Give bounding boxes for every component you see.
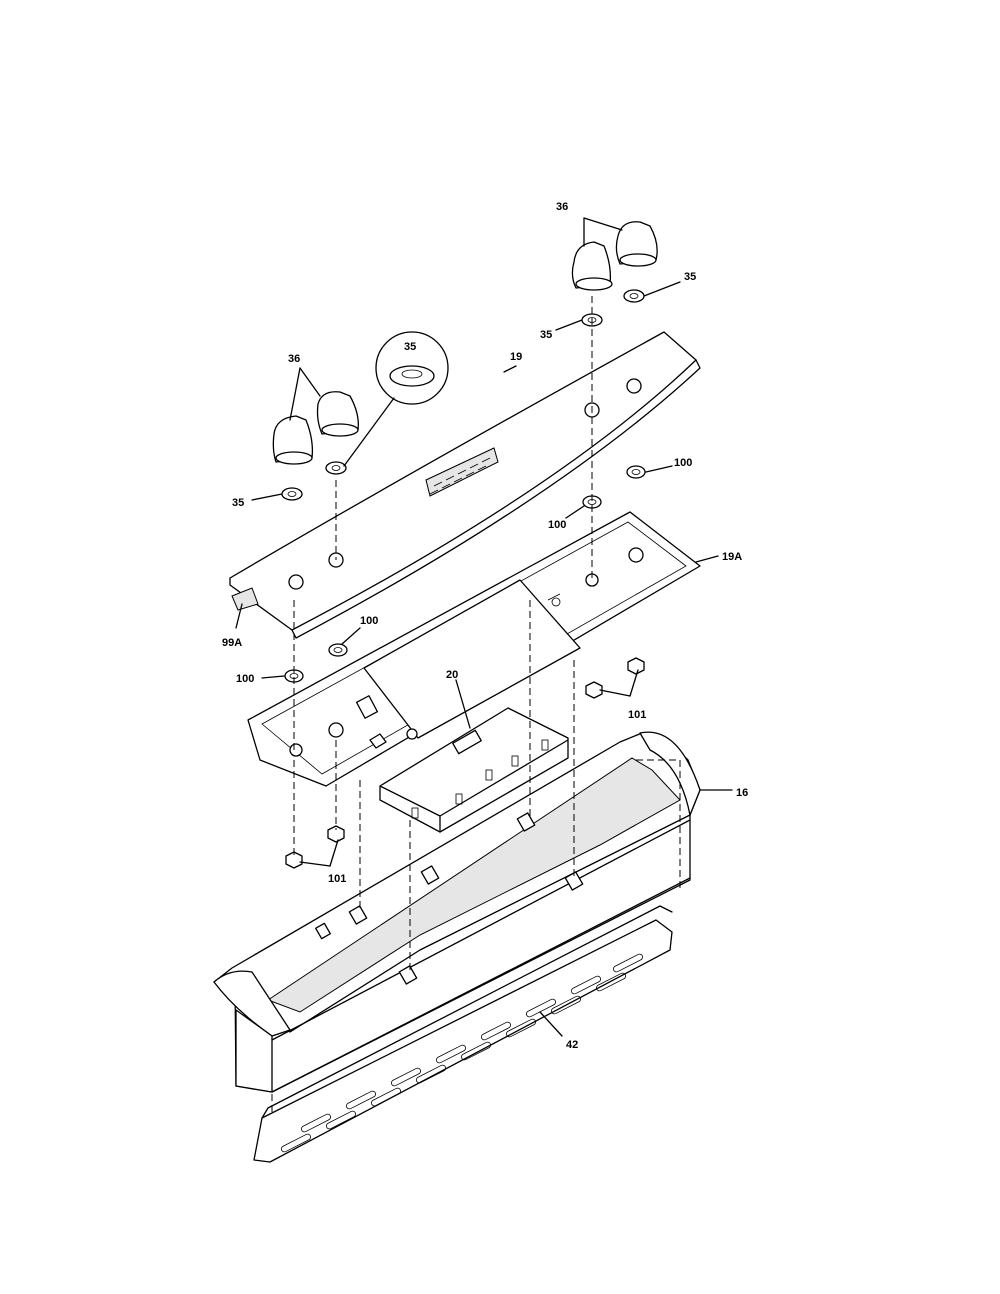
inner-panel-19A bbox=[247, 511, 701, 787]
top-panel-19 bbox=[229, 331, 701, 639]
spring-clip-35-detail-circle bbox=[343, 331, 449, 467]
label-19A: 19A bbox=[722, 551, 742, 563]
vented-trim-strip-42 bbox=[253, 905, 673, 1163]
knob-36-right-front bbox=[571, 241, 613, 291]
label-99A: 99A bbox=[222, 637, 242, 649]
label-101-right: 101 bbox=[628, 709, 646, 721]
brand-logo-icon bbox=[425, 447, 499, 497]
label-16: 16 bbox=[736, 787, 748, 799]
spring-clip-35-right-top bbox=[623, 289, 645, 303]
nut-101-right-low bbox=[585, 681, 603, 699]
spring-clip-35-left bbox=[281, 487, 303, 501]
label-19: 19 bbox=[510, 351, 522, 363]
control-panel-housing-16 bbox=[213, 731, 701, 1093]
spring-clip-35-left-mid bbox=[325, 461, 347, 475]
knob-36-left-back bbox=[316, 391, 359, 437]
label-100-center: 100 bbox=[360, 615, 378, 627]
label-36-right: 36 bbox=[556, 201, 568, 213]
label-20: 20 bbox=[446, 669, 458, 681]
label-42: 42 bbox=[566, 1039, 578, 1051]
label-100-left: 100 bbox=[236, 673, 254, 685]
knob-36-left-front bbox=[272, 415, 314, 465]
assembly-guide-lines bbox=[271, 296, 681, 1116]
label-35-detail: 35 bbox=[404, 341, 416, 353]
leader-lines bbox=[235, 217, 733, 1037]
label-35-right-mid: 35 bbox=[540, 329, 552, 341]
label-35-left: 35 bbox=[232, 497, 244, 509]
knob-36-right-back bbox=[615, 221, 658, 267]
label-100-mid: 100 bbox=[548, 519, 566, 531]
electronic-control-20 bbox=[379, 707, 569, 833]
nut-101-left-top bbox=[327, 825, 345, 843]
grommet-100-right bbox=[626, 465, 646, 479]
nut-101-right-top bbox=[627, 657, 645, 675]
callout-labels: 36 35 35 35 36 19 35 100 100 19A 99A 100… bbox=[222, 201, 748, 1051]
label-36-left: 36 bbox=[288, 353, 300, 365]
label-35-right-top: 35 bbox=[684, 271, 696, 283]
label-100-right: 100 bbox=[674, 457, 692, 469]
label-101-left: 101 bbox=[328, 873, 346, 885]
grommet-100-center bbox=[328, 643, 348, 657]
